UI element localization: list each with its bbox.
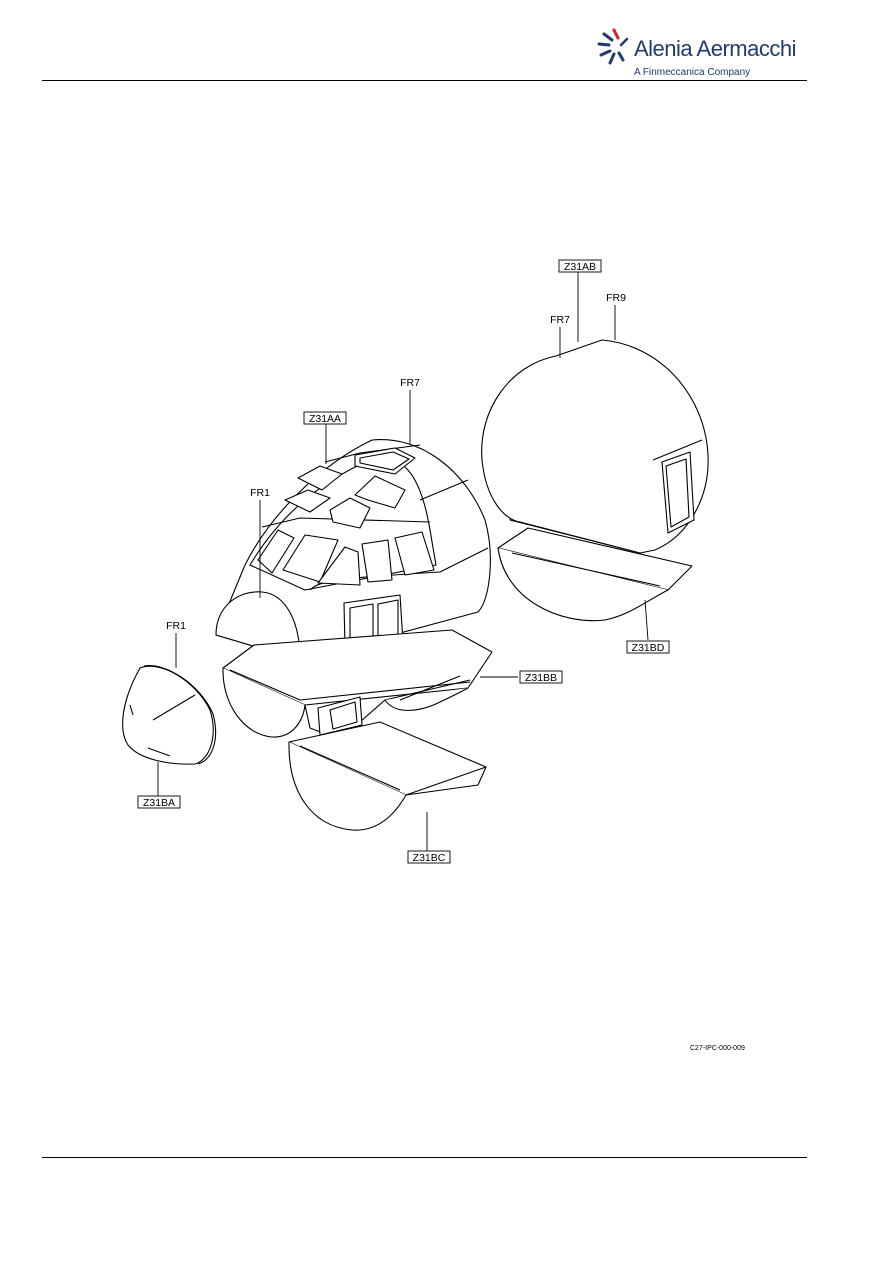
brand-tagline: A Finmeccanica Company [634, 67, 751, 78]
logo-mark-icon [597, 28, 629, 65]
brand-name: Alenia Aermacchi [634, 36, 796, 61]
figure-reference: C27-IPC-000-009 [690, 1045, 745, 1052]
frame-label-fr7-section: FR7 [550, 314, 570, 326]
footer-divider [42, 1157, 807, 1158]
zone-label-z31bd: Z31BD [632, 642, 665, 654]
middle-lower-bay [222, 629, 493, 738]
frame-label-fr7-cockpit: FR7 [400, 377, 420, 389]
zone-label-z31ba: Z31BA [143, 797, 175, 809]
frame-label-fr1-cone: FR1 [166, 620, 186, 632]
zone-label-z31bb: Z31BB [525, 672, 557, 684]
header-divider [42, 80, 807, 81]
lower-aft-panel [497, 527, 693, 622]
cockpit-shell [215, 438, 491, 661]
zone-label-z31bc: Z31BC [413, 852, 446, 864]
zone-label-z31ab: Z31AB [564, 261, 596, 273]
front-lower-panel [288, 721, 487, 831]
nose-cone [122, 665, 217, 765]
company-logo: Alenia Aermacchi A Finmeccanica Company [596, 26, 796, 84]
zone-label-z31aa: Z31AA [309, 413, 341, 425]
frame-label-fr1-top: FR1 [250, 487, 270, 499]
aft-section-shell [481, 339, 709, 554]
frame-label-fr9: FR9 [606, 292, 626, 304]
